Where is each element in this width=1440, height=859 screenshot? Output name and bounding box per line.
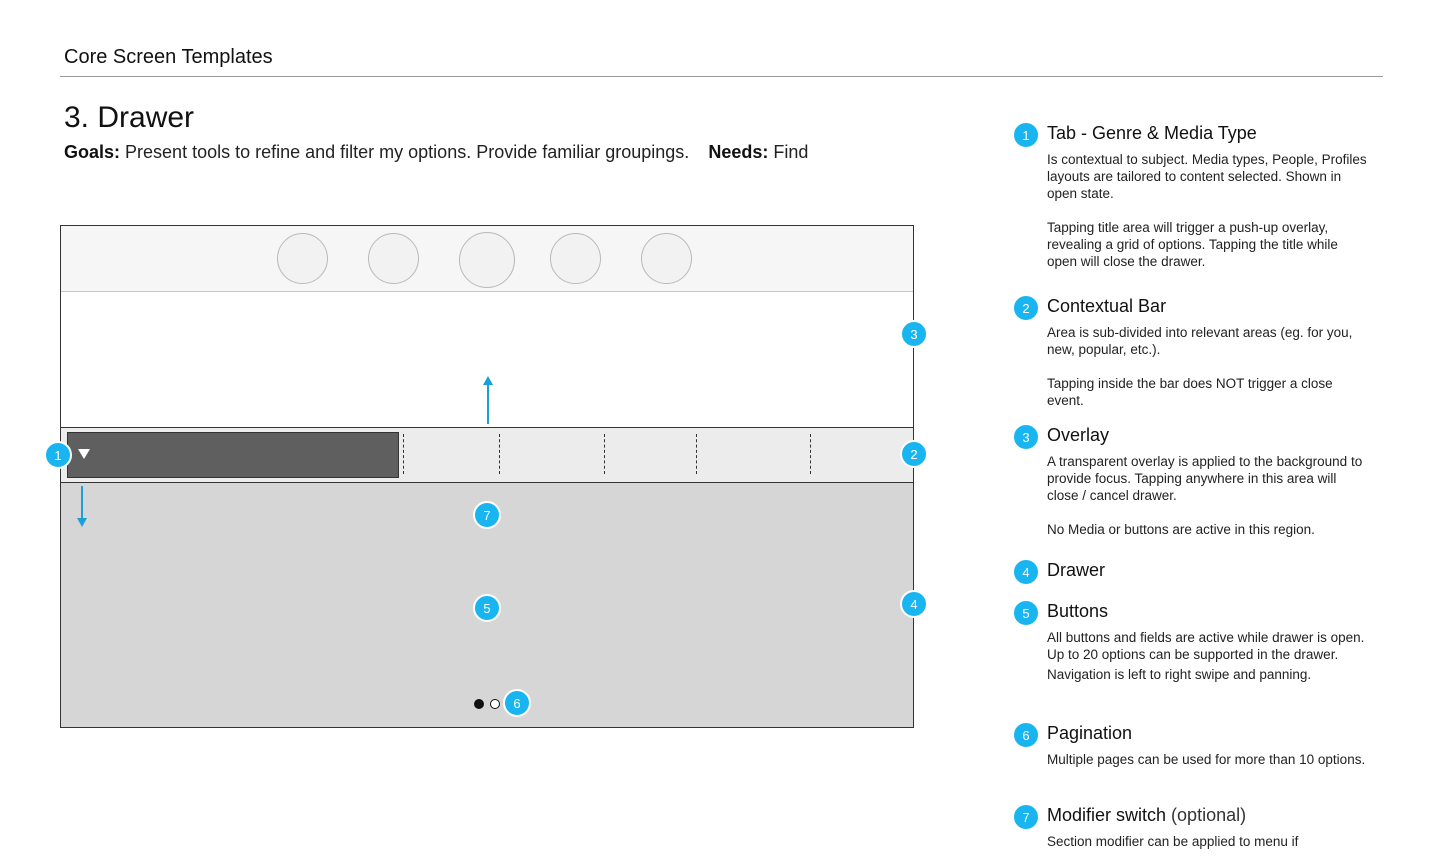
legend-title: Pagination bbox=[1047, 723, 1133, 743]
legend-description: All buttons and fields are active while … bbox=[1047, 630, 1365, 682]
legend-badge: 2 bbox=[1012, 294, 1040, 322]
legend-title: Overlay bbox=[1047, 425, 1110, 445]
badge-pagination: 6 bbox=[503, 689, 531, 717]
legend-badge: 5 bbox=[1012, 599, 1040, 627]
drawer-wireframe bbox=[60, 225, 914, 728]
legend-title: Contextual Bar bbox=[1047, 296, 1167, 316]
legend-badge: 3 bbox=[1012, 423, 1040, 451]
context-divider bbox=[810, 434, 811, 474]
nav-circle-3[interactable] bbox=[459, 232, 515, 288]
goals-text: Present tools to refine and filter my op… bbox=[125, 142, 690, 162]
push-down-arrow-icon bbox=[81, 486, 83, 518]
context-divider bbox=[604, 434, 605, 474]
legend-title: Drawer bbox=[1047, 560, 1106, 580]
badge-drawer: 4 bbox=[900, 590, 928, 618]
legend-badge: 4 bbox=[1012, 558, 1040, 586]
badge-buttons: 5 bbox=[473, 594, 501, 622]
needs-text: Find bbox=[773, 142, 809, 162]
contextual-bar[interactable] bbox=[61, 427, 913, 483]
badge-modifier: 7 bbox=[473, 501, 501, 529]
legend-title: Buttons bbox=[1047, 601, 1109, 621]
legend-title: Modifier switch (optional) bbox=[1047, 805, 1247, 825]
arrow-up-head-icon bbox=[483, 376, 493, 385]
nav-circle-2[interactable] bbox=[368, 233, 419, 284]
nav-circle-5[interactable] bbox=[641, 233, 692, 284]
legend-description: Is contextual to subject. Media types, P… bbox=[1047, 152, 1367, 269]
header-rule bbox=[60, 76, 1383, 77]
context-divider bbox=[499, 434, 500, 474]
legend-description: A transparent overlay is applied to the … bbox=[1047, 454, 1363, 537]
legend-badge: 1 bbox=[1012, 121, 1040, 149]
pagination-dot[interactable] bbox=[490, 699, 500, 709]
context-divider bbox=[696, 434, 697, 474]
badge-context-bar: 2 bbox=[900, 440, 928, 468]
legend-badge: 7 bbox=[1012, 803, 1040, 831]
context-divider bbox=[403, 434, 404, 474]
push-up-arrow-icon bbox=[487, 384, 489, 424]
legend-badge: 6 bbox=[1012, 721, 1040, 749]
goals-line: Goals: Present tools to refine and filte… bbox=[64, 142, 808, 163]
top-navigation-bar bbox=[61, 226, 913, 292]
tab-genre-media-type[interactable] bbox=[67, 432, 399, 478]
badge-overlay: 3 bbox=[900, 320, 928, 348]
legend-description: Section modifier can be applied to menu … bbox=[1047, 834, 1299, 849]
header-title: Core Screen Templates bbox=[64, 46, 273, 68]
pagination-dot-active[interactable] bbox=[474, 699, 484, 709]
nav-circle-1[interactable] bbox=[277, 233, 328, 284]
legend-description: Area is sub-divided into relevant areas … bbox=[1047, 325, 1353, 408]
triangle-down-icon bbox=[78, 449, 90, 459]
nav-circle-4[interactable] bbox=[550, 233, 601, 284]
legend-title: Tab - Genre & Media Type bbox=[1047, 123, 1257, 143]
legend-description: Multiple pages can be used for more than… bbox=[1047, 752, 1366, 767]
badge-tab: 1 bbox=[44, 441, 72, 469]
goals-label: Goals: bbox=[64, 142, 121, 162]
arrow-down-head-icon bbox=[77, 518, 87, 527]
section-title: 3. Drawer bbox=[64, 101, 195, 134]
needs-label: Needs: bbox=[708, 142, 769, 162]
legend-title-suffix: (optional) bbox=[1171, 805, 1247, 825]
